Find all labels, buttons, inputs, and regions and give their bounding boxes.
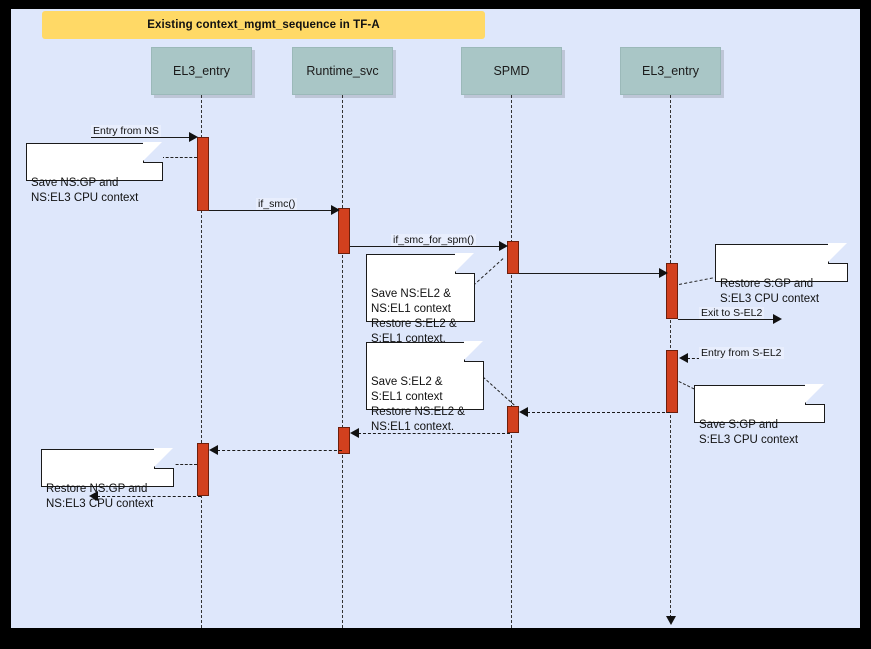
message-line-spmd-to-runtime-return	[358, 433, 510, 434]
note-save-ns-gp: Save NS:GP and NS:EL3 CPU context	[26, 142, 163, 204]
message-line-el3-to-spmd-return	[527, 412, 670, 413]
note-text-save-ns-el2: Save NS:EL2 & NS:EL1 context Restore S:E…	[371, 288, 457, 345]
note-restore-s-gp: Restore S:GP and S:EL3 CPU context	[715, 243, 848, 305]
participant-spmd[interactable]: SPMD	[461, 47, 562, 95]
arrow-head-entry-from-sel2-icon	[679, 353, 688, 363]
arrow-head-spmd-to-runtime-return-icon	[350, 428, 359, 438]
arrow-head-el3-exit-return-icon	[89, 491, 98, 501]
message-label-exit-to-sel2: Exit to S-EL2	[699, 307, 765, 319]
note-fold-corner-icon	[154, 448, 174, 469]
activation-runtime-svc-2	[338, 427, 350, 454]
message-line-if-smc	[209, 210, 333, 211]
message-label-if-smc-for-spm: if_smc_for_spm()	[391, 234, 477, 246]
message-label-entry-from-ns: Entry from NS	[91, 125, 161, 137]
arrow-head-if-smc-icon	[331, 205, 340, 215]
arrow-head-entry-from-ns-icon	[189, 132, 198, 142]
lifeline-el3-entry-left	[201, 95, 202, 628]
note-fold-corner-icon	[464, 341, 484, 362]
activation-el3-entry-left-1	[197, 137, 209, 211]
diagram-canvas: Existing context_mgmt_sequence in TF-A E…	[11, 9, 860, 628]
message-line-spmd-to-el3-entry	[519, 273, 661, 274]
note-text-restore-ns-gp: Restore NS:GP and NS:EL3 CPU context	[46, 483, 154, 510]
participant-el3-entry-left[interactable]: EL3_entry	[151, 47, 252, 95]
note-fold-corner-icon	[805, 384, 825, 405]
note-link-save-ns-gp	[161, 157, 197, 158]
message-label-entry-from-sel2: Entry from S-EL2	[699, 347, 784, 359]
note-save-s-el2: Save S:EL2 & S:EL1 context Restore NS:EL…	[366, 341, 484, 433]
note-text-restore-s-gp: Restore S:GP and S:EL3 CPU context	[720, 278, 820, 305]
arrow-head-el3-to-spmd-return-icon	[519, 407, 528, 417]
participant-el3-entry-right[interactable]: EL3_entry	[620, 47, 721, 95]
note-fold-corner-icon	[455, 253, 475, 274]
activation-runtime-svc-1	[338, 208, 350, 254]
diagram-title-banner: Existing context_mgmt_sequence in TF-A	[42, 11, 485, 39]
note-link-save-ns-el2	[473, 258, 504, 286]
message-line-entry-from-ns	[91, 137, 191, 138]
note-fold-corner-icon	[143, 142, 163, 163]
note-restore-ns-gp: Restore NS:GP and NS:EL3 CPU context	[41, 448, 174, 510]
participant-runtime-svc[interactable]: Runtime_svc	[292, 47, 393, 95]
note-text-save-s-gp: Save S:GP and S:EL3 CPU context	[699, 419, 799, 446]
lifeline-runtime-svc	[342, 95, 343, 628]
message-label-if-smc: if_smc()	[256, 198, 298, 210]
arrow-head-runtime-to-el3-return-icon	[209, 445, 218, 455]
note-save-ns-el2: Save NS:EL2 & NS:EL1 context Restore S:E…	[366, 253, 475, 345]
arrow-head-spmd-to-el3-entry-icon	[659, 268, 668, 278]
activation-spmd-2	[507, 406, 519, 433]
message-line-exit-to-sel2	[678, 319, 776, 320]
arrow-head-if-smc-for-spm-icon	[499, 241, 508, 251]
note-text-save-s-el2: Save S:EL2 & S:EL1 context Restore NS:EL…	[371, 376, 465, 433]
message-line-el3-exit-return	[97, 496, 201, 497]
note-fold-corner-icon	[828, 243, 848, 264]
arrow-head-exit-to-sel2-icon	[773, 314, 782, 324]
note-link-restore-ns-gp	[171, 464, 197, 465]
message-line-runtime-to-el3-return	[217, 450, 342, 451]
note-text-save-ns-gp: Save NS:GP and NS:EL3 CPU context	[31, 177, 139, 204]
activation-el3-entry-right-2	[666, 350, 678, 413]
note-save-s-gp: Save S:GP and S:EL3 CPU context	[694, 384, 825, 446]
lifeline-terminator-arrow-icon	[666, 616, 676, 625]
lifeline-spmd	[511, 95, 512, 628]
activation-spmd-1	[507, 241, 519, 274]
activation-el3-entry-left-2	[197, 443, 209, 496]
activation-el3-entry-right-1	[666, 263, 678, 319]
message-line-if-smc-for-spm	[350, 246, 502, 247]
